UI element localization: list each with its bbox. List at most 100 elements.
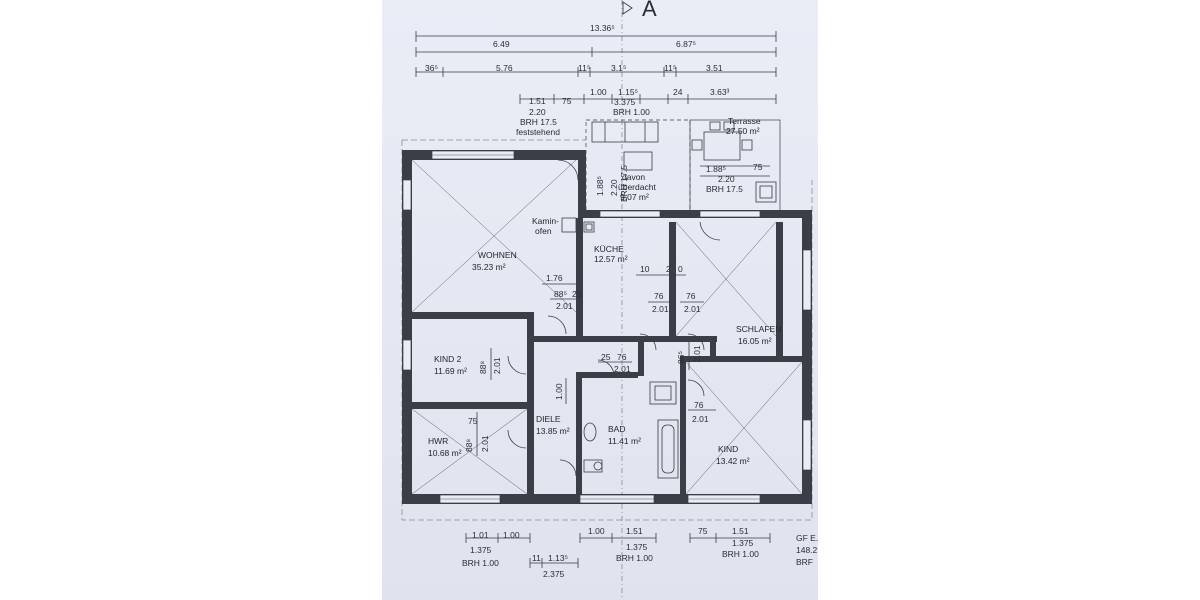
room-wohnen-name: WOHNEN	[478, 250, 517, 260]
room-diele-area: 13.85 m²	[536, 426, 570, 436]
edge-note-line1: GF E.	[796, 533, 818, 543]
dim-door-wohnen-b: 88⁵	[554, 289, 567, 299]
room-kamin-line2: ofen	[535, 226, 552, 236]
room-diele-name: DIELE	[536, 414, 561, 424]
dim-door-bad-a: 25	[601, 352, 611, 362]
edge-note: GF E. 148.2 BRF	[796, 533, 818, 567]
dim-bottom-left-total: 1.375	[470, 545, 492, 555]
dim-bottom-lower-total: 2.375	[543, 569, 565, 579]
room-wohnen-area: 35.23 m²	[472, 262, 506, 272]
dim-brh-left-note: feststehend	[516, 127, 560, 137]
room-bad-area: 11.41 m²	[608, 436, 641, 446]
dim-terrace-window-w: 1.88⁵	[706, 164, 726, 174]
room-bad-name: BAD	[608, 424, 625, 434]
dim-door-bad-h: 2.01	[614, 364, 631, 374]
room-hwr-name: HWR	[428, 436, 448, 446]
section-marker-label: A	[642, 0, 657, 21]
dim-door-kind2-h: 2.01	[492, 357, 502, 374]
dim-row4-5: 3.63³	[710, 87, 730, 97]
dim-door-kueche-h: 2.01	[652, 304, 669, 314]
dim-total-width: 13.36⁵	[590, 23, 615, 33]
ueberdacht-line1: davon	[622, 172, 645, 182]
dim-door-wc-w: 86⁵	[676, 351, 686, 364]
dim-door-wohnen-h: 2.01	[556, 301, 573, 311]
dim-row3-5: 3.51	[706, 63, 723, 73]
bottom-dimension-chains: 1.01 1.00 1.375 BRH 1.00 1.00 1.51 1.375…	[462, 526, 771, 579]
interior-dimensions: 1.76 88⁵ 25 2.01 10 2 0 76 2.01 76 2.01 …	[464, 264, 716, 456]
ueberdacht-line2: überdacht	[618, 182, 656, 192]
dim-brh-center-width: 3.375	[614, 97, 636, 107]
dim-brh-left-width: 2.20	[529, 107, 546, 117]
top-dimension-chains: 13.36⁵ 6.49 6.87⁵ 36⁵ 5.76 11⁵ 3.1⁵ 11⁵ …	[415, 23, 777, 137]
bad-washbasin	[583, 422, 597, 442]
dim-bottom-center-w1: 1.00	[588, 526, 605, 536]
room-kind-name: KIND	[718, 444, 738, 454]
edge-note-line2: 148.2	[796, 545, 818, 555]
dim-brh-center-label: BRH 1.00	[613, 107, 650, 117]
doors	[507, 159, 721, 477]
dim-row3-3: 3.1⁵	[611, 63, 626, 73]
kitchen-sink	[583, 221, 595, 233]
room-kueche-name: KÜCHE	[594, 244, 624, 254]
room-schlafen-area: 16.05 m²	[738, 336, 772, 346]
dim-bottom-right-w1: 75	[698, 526, 708, 536]
terrasse-area: 27.50 m²	[726, 126, 760, 136]
dim-bottom-left-w2: 1.00	[503, 530, 520, 540]
dim-terrace-covered-brh: BRH 17.5	[619, 165, 629, 202]
dim-bottom-lower-a: 11	[532, 553, 541, 563]
kamin-ofen	[561, 217, 577, 233]
dim-bottom-right-w2: 1.51	[732, 526, 749, 536]
dim-door-kind2-w: 88⁸	[478, 361, 488, 374]
dim-kueche-a: 10	[640, 264, 650, 274]
bad-shower	[649, 381, 677, 405]
room-kueche-area: 12.57 m²	[594, 254, 628, 264]
dim-bottom-right-total: 1.375	[732, 538, 754, 548]
dim-terrace-window-a: 75	[753, 162, 763, 172]
dim-door-wc-h: 2.01	[692, 345, 702, 362]
terrace-table-2	[703, 131, 741, 161]
dim-terrace-covered-w: 2.20	[609, 179, 619, 196]
dim-brh-left-label: BRH 17.5	[520, 117, 557, 127]
room-hwr-area: 10.68 m²	[428, 448, 462, 458]
dim-kueche-b: 2	[666, 264, 671, 274]
dim-door-kueche-w: 76	[654, 291, 664, 301]
dim-door-kind-w: 76	[694, 400, 704, 410]
dim-diele-h: 1.00	[554, 383, 564, 400]
dim-bottom-right-brh: BRH 1.00	[722, 549, 759, 559]
room-kind2-name: KIND 2	[434, 354, 462, 364]
dim-terrace-window-brh: BRH 17.5	[706, 184, 743, 194]
dim-row4-1: 75	[562, 96, 572, 106]
right-margin	[818, 0, 1200, 600]
dim-door-schlafen-w: 76	[686, 291, 696, 301]
room-schlafen-name: SCHLAFEN	[736, 324, 781, 334]
dim-bottom-left-w1: 1.01	[472, 530, 489, 540]
dim-row4-2: 1.00	[590, 87, 607, 97]
room-kind-area: 13.42 m²	[716, 456, 750, 466]
dim-bottom-left-brh: BRH 1.00	[462, 558, 499, 568]
terrasse-name: Terrasse	[728, 116, 761, 126]
dim-door-wohnen-a: 1.76	[546, 273, 563, 283]
dim-bottom-lower-b: 1.13⁵	[548, 553, 568, 563]
dim-row3-4: 11⁵	[664, 63, 676, 73]
dim-door-hwr-h: 2.01	[480, 435, 490, 452]
dim-kueche-c: 0	[678, 264, 683, 274]
dim-door-bad-b: 76	[617, 352, 627, 362]
dim-bottom-center-w2: 1.51	[626, 526, 643, 536]
dim-bottom-center-brh: BRH 1.00	[616, 553, 653, 563]
dim-door-kind-h: 2.01	[692, 414, 709, 424]
edge-note-line3: BRF	[796, 557, 813, 567]
dim-terrace-window-b: 2.20	[718, 174, 735, 184]
dim-door-wohnen-c: 25	[572, 289, 582, 299]
dim-terrace-covered-h: 1.88⁵	[595, 176, 605, 196]
fixtures	[561, 217, 679, 479]
room-labels: WOHNEN 35.23 m² Kamin- ofen KÜCHE 12.57 …	[428, 216, 781, 466]
room-kamin-line1: Kamin-	[532, 216, 559, 226]
dim-row3-0: 36⁵	[425, 63, 438, 73]
bad-bathtub	[657, 419, 679, 479]
ueberdacht-area: 9.07 m²	[620, 192, 649, 202]
dim-bottom-center-total: 1.375	[626, 542, 648, 552]
dim-row4-4: 24	[673, 87, 683, 97]
interior-walls	[412, 218, 802, 504]
